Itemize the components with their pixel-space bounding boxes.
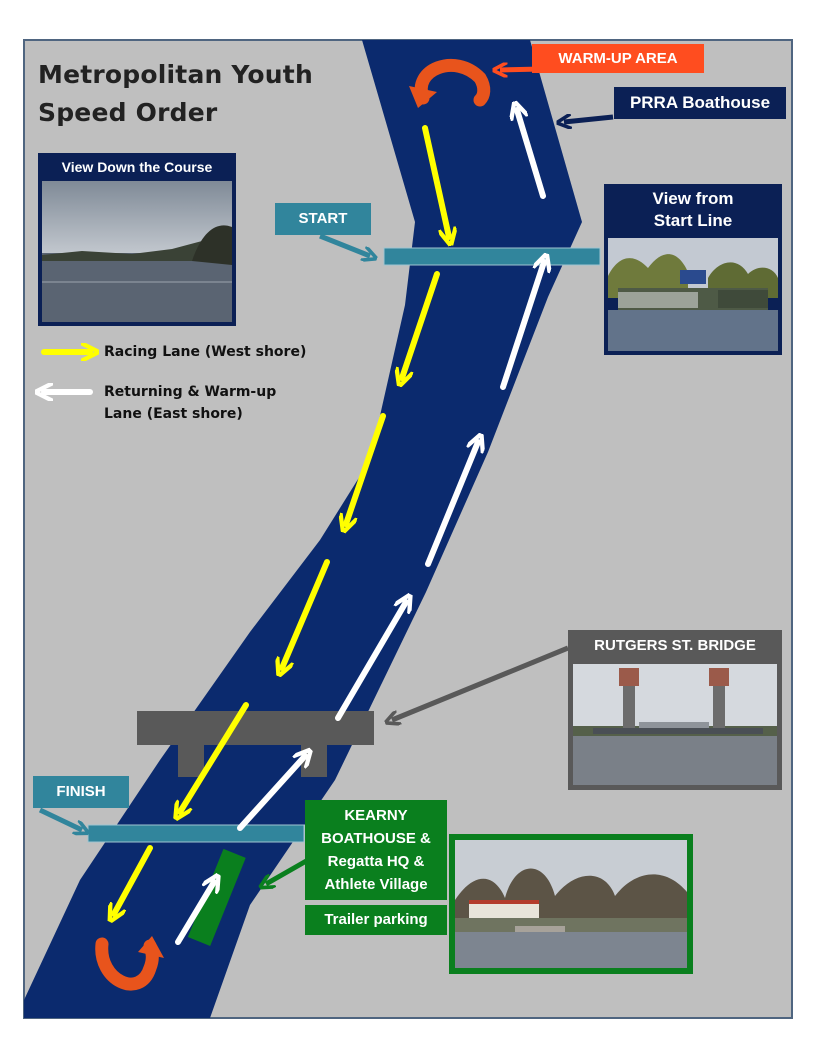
return-arrow	[517, 110, 546, 199]
view-down-course-label: View Down the Course	[61, 159, 213, 175]
kearny-pointer-arrow	[266, 857, 310, 884]
kearny-label-line-3: Regatta HQ &	[327, 853, 425, 870]
view-start-line-label-1: View from	[652, 189, 734, 208]
warmup-area-label: WARM-UP AREA	[532, 44, 704, 73]
return-arrow	[500, 262, 544, 390]
kearny-label-line-4: Athlete Village	[324, 876, 428, 893]
kearny-boathouse-marker	[187, 848, 246, 947]
bridge-pointer-arrow	[392, 645, 569, 720]
start-pointer-arrow	[319, 233, 370, 256]
kearny-boathouse-photo-panel	[449, 834, 693, 974]
racing-arrow	[114, 845, 153, 914]
legend-racing-lane: Racing Lane (West shore)	[104, 344, 307, 360]
return-arrow	[175, 882, 214, 945]
rutgers-bridge-panel: RUTGERS ST. BRIDGE	[568, 630, 782, 790]
kearny-boathouse-label: KEARNY BOATHOUSE & Regatta HQ & Athlete …	[305, 800, 447, 900]
rutgers-bridge-label: RUTGERS ST. BRIDGE	[594, 637, 756, 654]
rutgers-bridge-photo	[573, 664, 777, 785]
u-turn-arrow-icon	[95, 936, 164, 991]
trailer-parking-label: Trailer parking	[305, 905, 447, 935]
title-line-1: Metropolitan Youth	[38, 60, 313, 89]
river	[24, 40, 582, 1018]
title-line-2: Speed Order	[38, 98, 218, 127]
view-start-line-label-2: Start Line	[653, 211, 733, 230]
finish-label: FINISH	[33, 776, 129, 808]
start-label: START	[275, 203, 371, 235]
view-down-course-panel: View Down the Course	[38, 153, 236, 326]
kearny-boathouse-photo	[455, 840, 687, 968]
kearny-label-line-2: BOATHOUSE &	[321, 830, 431, 847]
kearny-label-line-1: KEARNY	[344, 807, 408, 824]
u-turn-arrow-icon	[409, 58, 491, 108]
return-arrow	[335, 602, 406, 721]
racing-arrow	[180, 702, 249, 812]
view-start-line-panel: View from Start Line	[604, 184, 782, 355]
start-line	[383, 247, 601, 266]
prra-boathouse-label: PRRA Boathouse	[614, 87, 786, 119]
view-start-line-label: View from Start Line	[604, 188, 782, 232]
legend-returning-line-2: Lane (East shore)	[104, 406, 243, 422]
racing-arrow	[402, 271, 440, 378]
finish-line	[87, 824, 305, 843]
map-title: Metropolitan Youth Speed Order	[38, 56, 313, 132]
legend-returning-line-1: Returning & Warm-up	[104, 384, 277, 400]
racing-lane-arrows	[114, 125, 449, 914]
finish-pointer-arrow	[38, 807, 82, 830]
prra-pointer-arrow	[564, 117, 614, 122]
view-down-course-photo	[42, 181, 232, 322]
return-arrow	[237, 756, 305, 831]
legend-returning-lane: Returning & Warm-up Lane (East shore)	[104, 381, 276, 425]
racing-arrow	[346, 413, 386, 524]
returning-lane-arrows	[175, 110, 546, 945]
racing-arrow	[422, 125, 449, 237]
racing-arrow	[282, 559, 330, 668]
return-arrow	[425, 442, 478, 567]
view-start-line-photo	[608, 238, 778, 351]
